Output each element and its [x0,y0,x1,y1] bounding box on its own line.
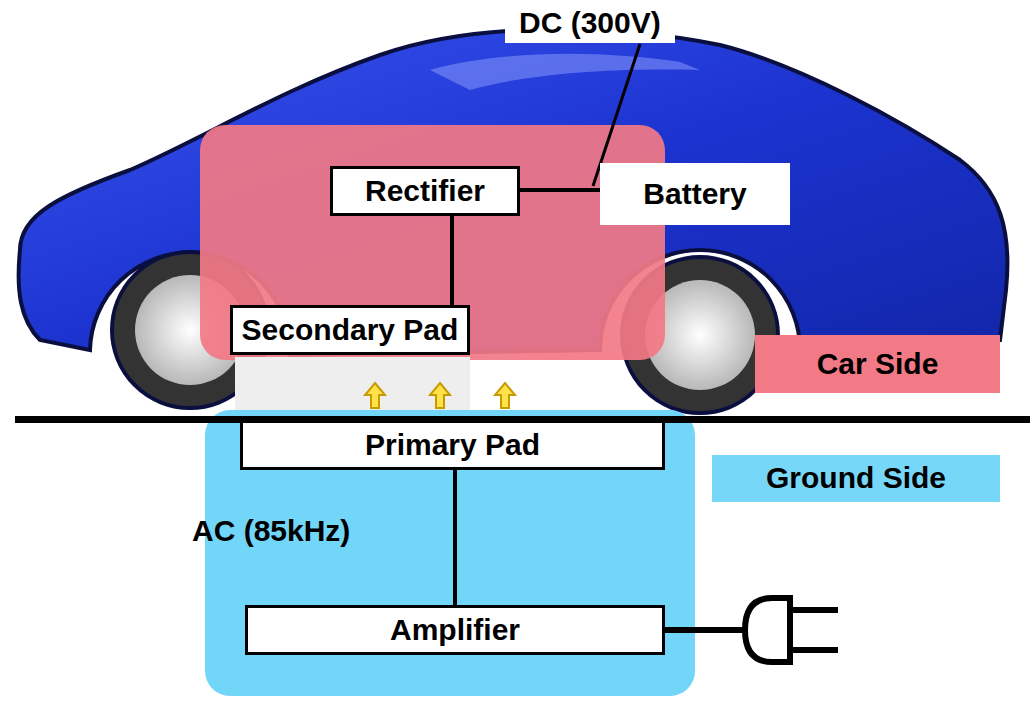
box-label: Ground Side [766,461,946,496]
box-label: Rectifier [365,174,485,209]
rectifier-box: Rectifier [330,166,520,216]
ground-side-tag: Ground Side [712,455,1000,502]
primary-pad-box: Primary Pad [240,420,665,470]
wire [455,470,456,605]
power-plug [665,598,838,662]
ground-side-region [205,410,695,696]
box-label: Primary Pad [365,428,540,463]
wire [520,190,600,191]
field-gap [235,357,470,412]
car-side-region [200,125,665,360]
secondary-pad-box: Secondary Pad [230,305,471,355]
box-label: Amplifier [390,613,520,648]
amplifier-box: Amplifier [245,605,665,655]
box-label: Battery [643,177,746,212]
power-transfer-arrow [365,383,515,408]
car-side-tag: Car Side [755,335,1000,393]
box-label: Secondary Pad [242,313,459,348]
signal-label: DC (300V) [505,4,675,43]
signal-label: AC (85kHz) [188,512,354,551]
box-label: Car Side [817,347,939,382]
wire [452,216,453,305]
battery-box: Battery [600,163,790,225]
